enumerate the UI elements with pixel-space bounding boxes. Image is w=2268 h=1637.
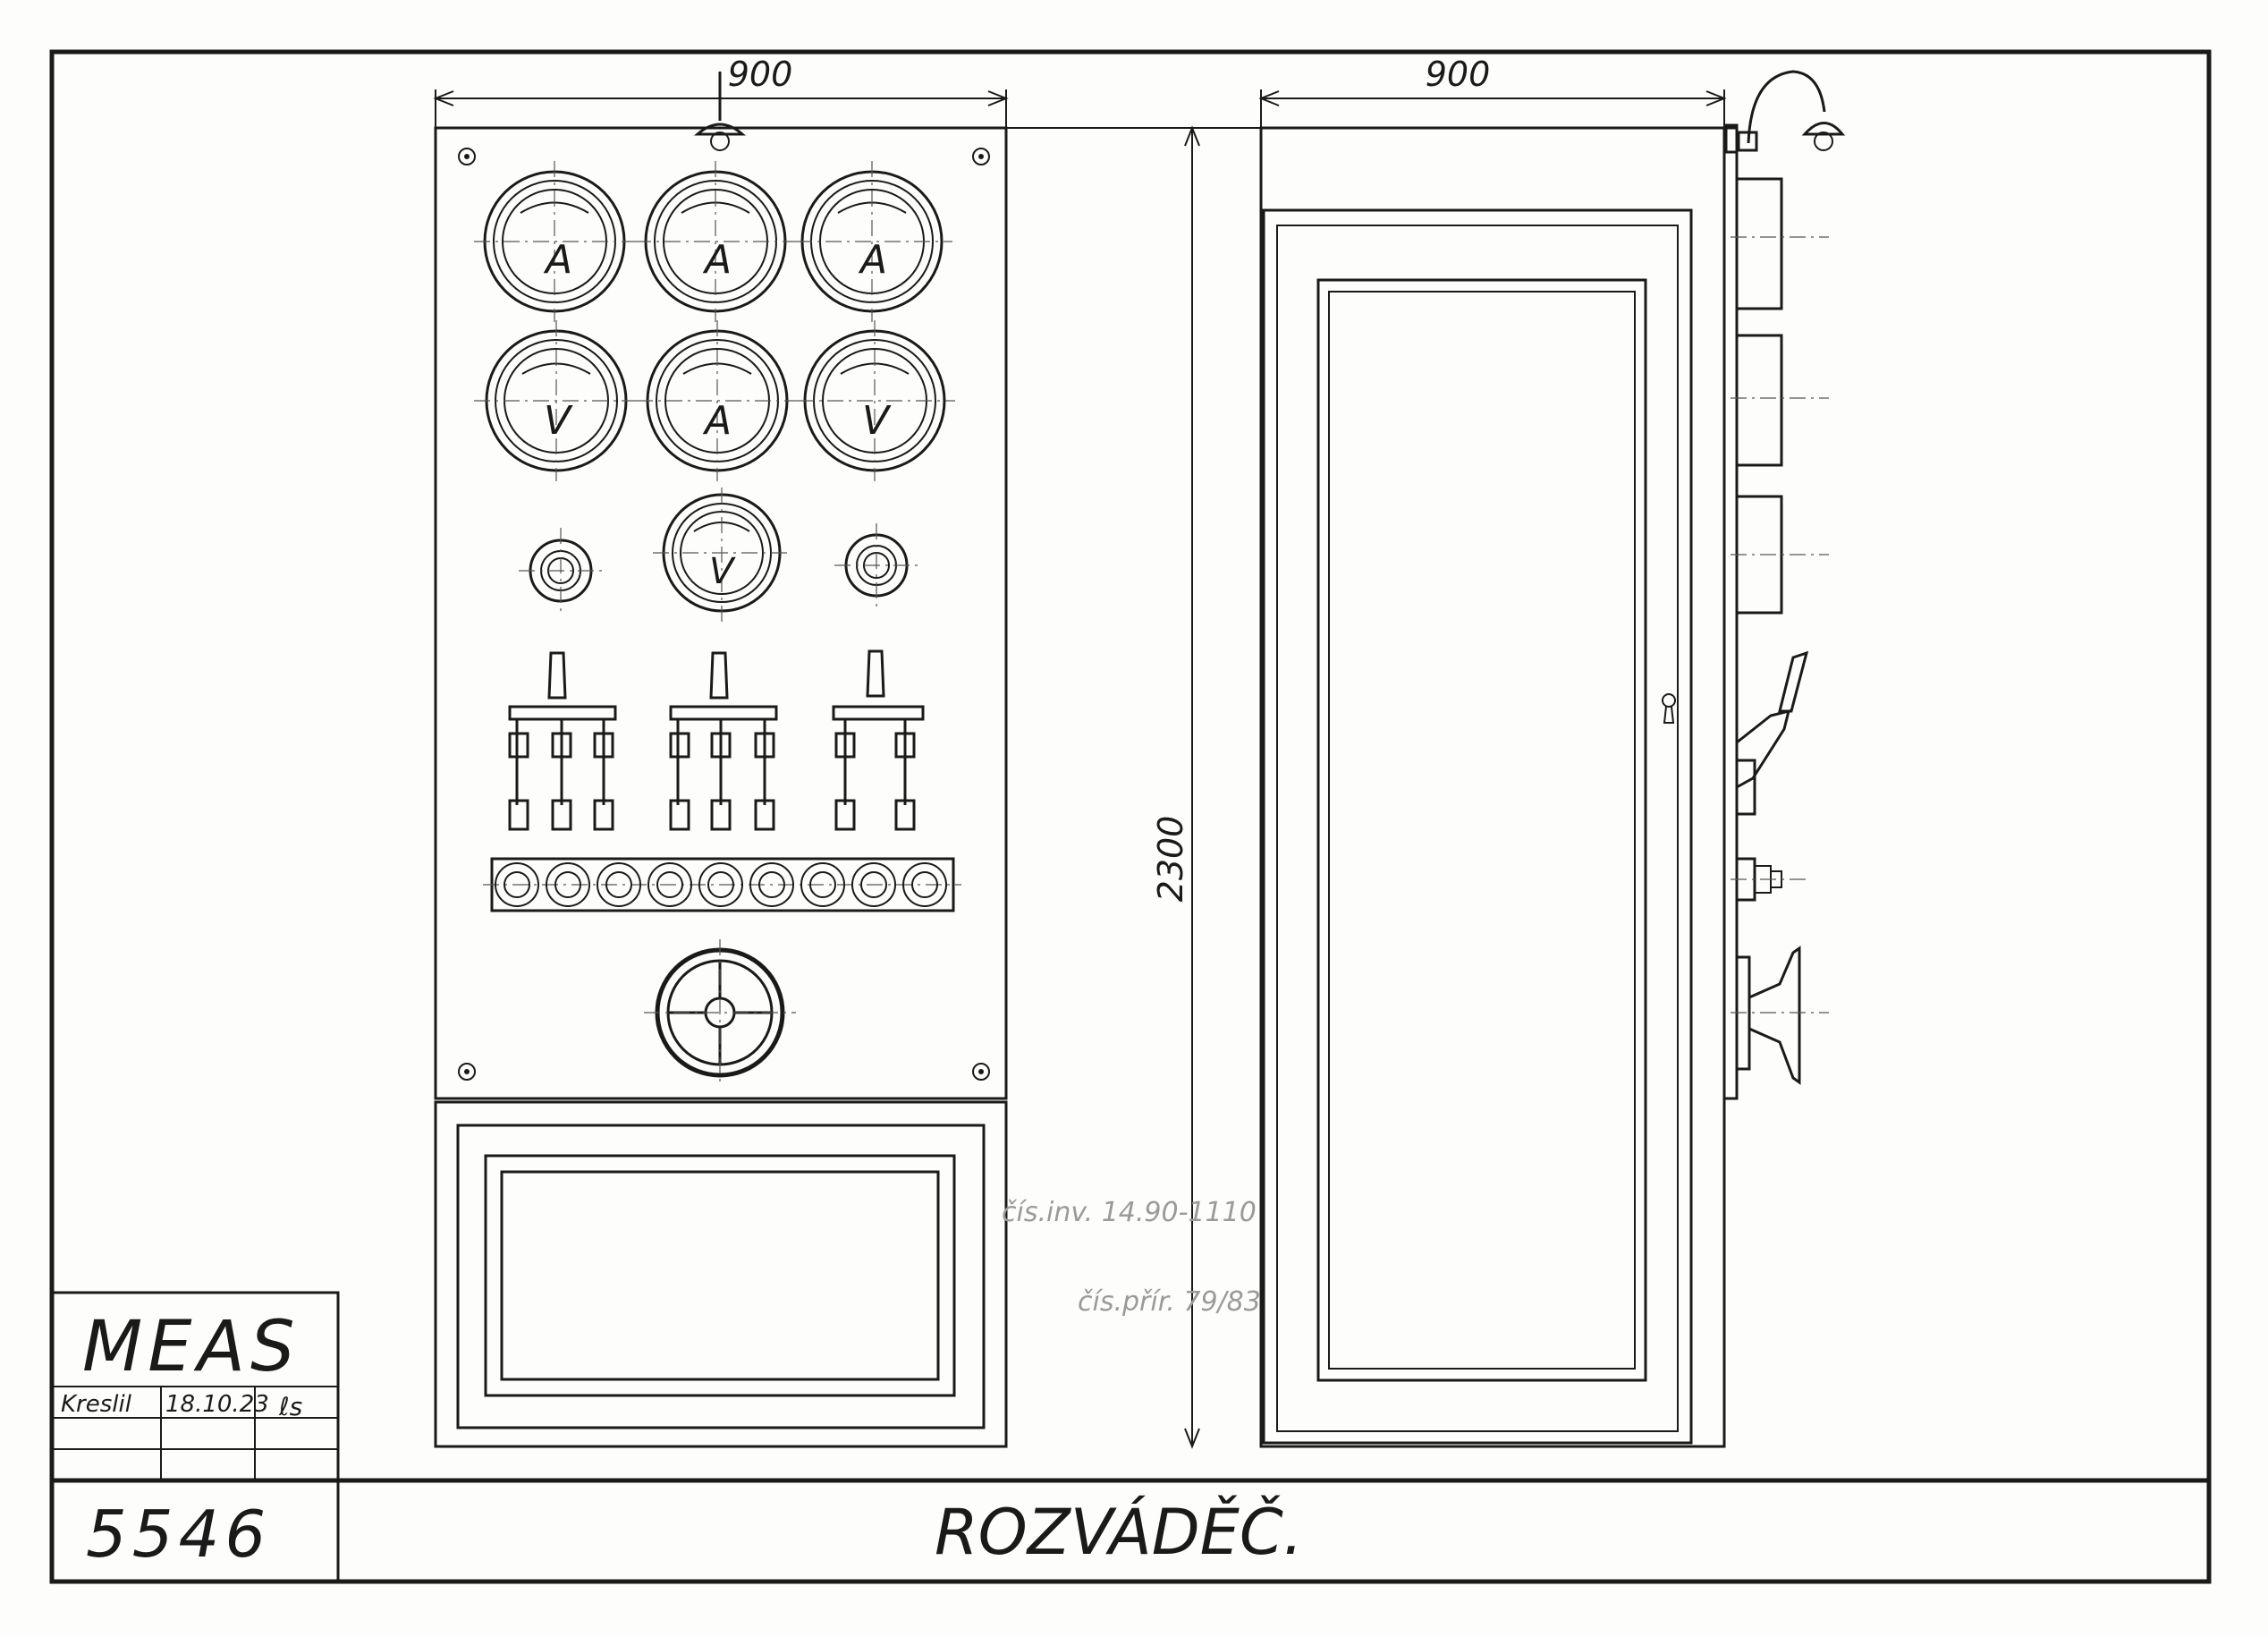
pencil-notes: čís.inv. 14.90-1110 čís.přír. 79/83: [1002, 1197, 1261, 1318]
handwheel-side-icon: [1731, 946, 1829, 1085]
meter-label: A: [543, 237, 572, 283]
handwheel-icon: [644, 939, 796, 1087]
voltmeter-3: V: [653, 488, 791, 622]
drawing-number: 5546: [86, 1497, 271, 1572]
switch-lever-side-icon: [1735, 650, 1809, 816]
panel-edge: [1722, 126, 1739, 1100]
top-lamp-icon: [694, 72, 746, 151]
meter-profiles: [1731, 177, 1829, 615]
side-view: 900: [1258, 55, 1846, 1448]
drawing-title: ROZVÁDĚČ.: [935, 1496, 1303, 1569]
meter-label: V: [544, 398, 573, 444]
push-button-side-icon: [1731, 857, 1807, 902]
registration-note: čís.přír. 79/83: [1078, 1286, 1261, 1318]
front-view: 900 A A: [433, 55, 1009, 1448]
drawn-by-label: Kreslil: [61, 1391, 132, 1418]
fuse-strip: [483, 857, 961, 912]
voltmeter-2: V: [798, 320, 955, 481]
panel-screws: [458, 148, 990, 1081]
drawer-initials: ℓs: [278, 1392, 302, 1421]
sheet-border: [49, 49, 2212, 1584]
front-panel: [434, 126, 1008, 1100]
meter-label: A: [858, 237, 887, 283]
ammeter-2: A: [635, 161, 796, 322]
company-name: MEAS: [82, 1307, 300, 1387]
keyhole-icon: [1662, 693, 1676, 724]
meter-row-3: V: [519, 488, 919, 622]
knife-switch-3-icon: [832, 649, 925, 831]
knife-switches: [508, 649, 925, 831]
meter-row-1: A A A: [474, 161, 952, 322]
pilot-light-right-icon: [834, 523, 919, 608]
voltmeter-1: V: [474, 320, 637, 481]
front-width-label: 900: [728, 55, 793, 94]
title-block: MEAS Kreslil 18.10.23 ℓs 5546 ROZVÁDĚČ.: [50, 1291, 2209, 1583]
meter-label: V: [862, 398, 892, 444]
height-dimension: 2300: [1006, 125, 1261, 1449]
knife-switch-2-icon: [669, 651, 778, 831]
drawing-date: 18.10.23: [165, 1391, 269, 1418]
pilot-light-left-icon: [519, 528, 604, 614]
knife-switch-1-icon: [508, 651, 617, 831]
lower-cabinet: [434, 1100, 1008, 1448]
meter-label: A: [702, 398, 732, 444]
ammeter-4: A: [637, 320, 798, 481]
height-label: 2300: [1151, 816, 1190, 903]
meter-label: V: [709, 551, 736, 592]
ammeter-1: A: [474, 161, 635, 322]
bracket-lamp-icon: [1724, 70, 1846, 154]
ammeter-3: A: [796, 161, 952, 322]
side-door-frame: [1262, 208, 1693, 1445]
side-cabinet: [1259, 126, 1726, 1448]
meter-row-2: V A V: [474, 320, 955, 481]
inventory-note: čís.inv. 14.90-1110: [1002, 1197, 1257, 1228]
side-width-label: 900: [1426, 55, 1491, 94]
meter-label: A: [702, 237, 732, 283]
